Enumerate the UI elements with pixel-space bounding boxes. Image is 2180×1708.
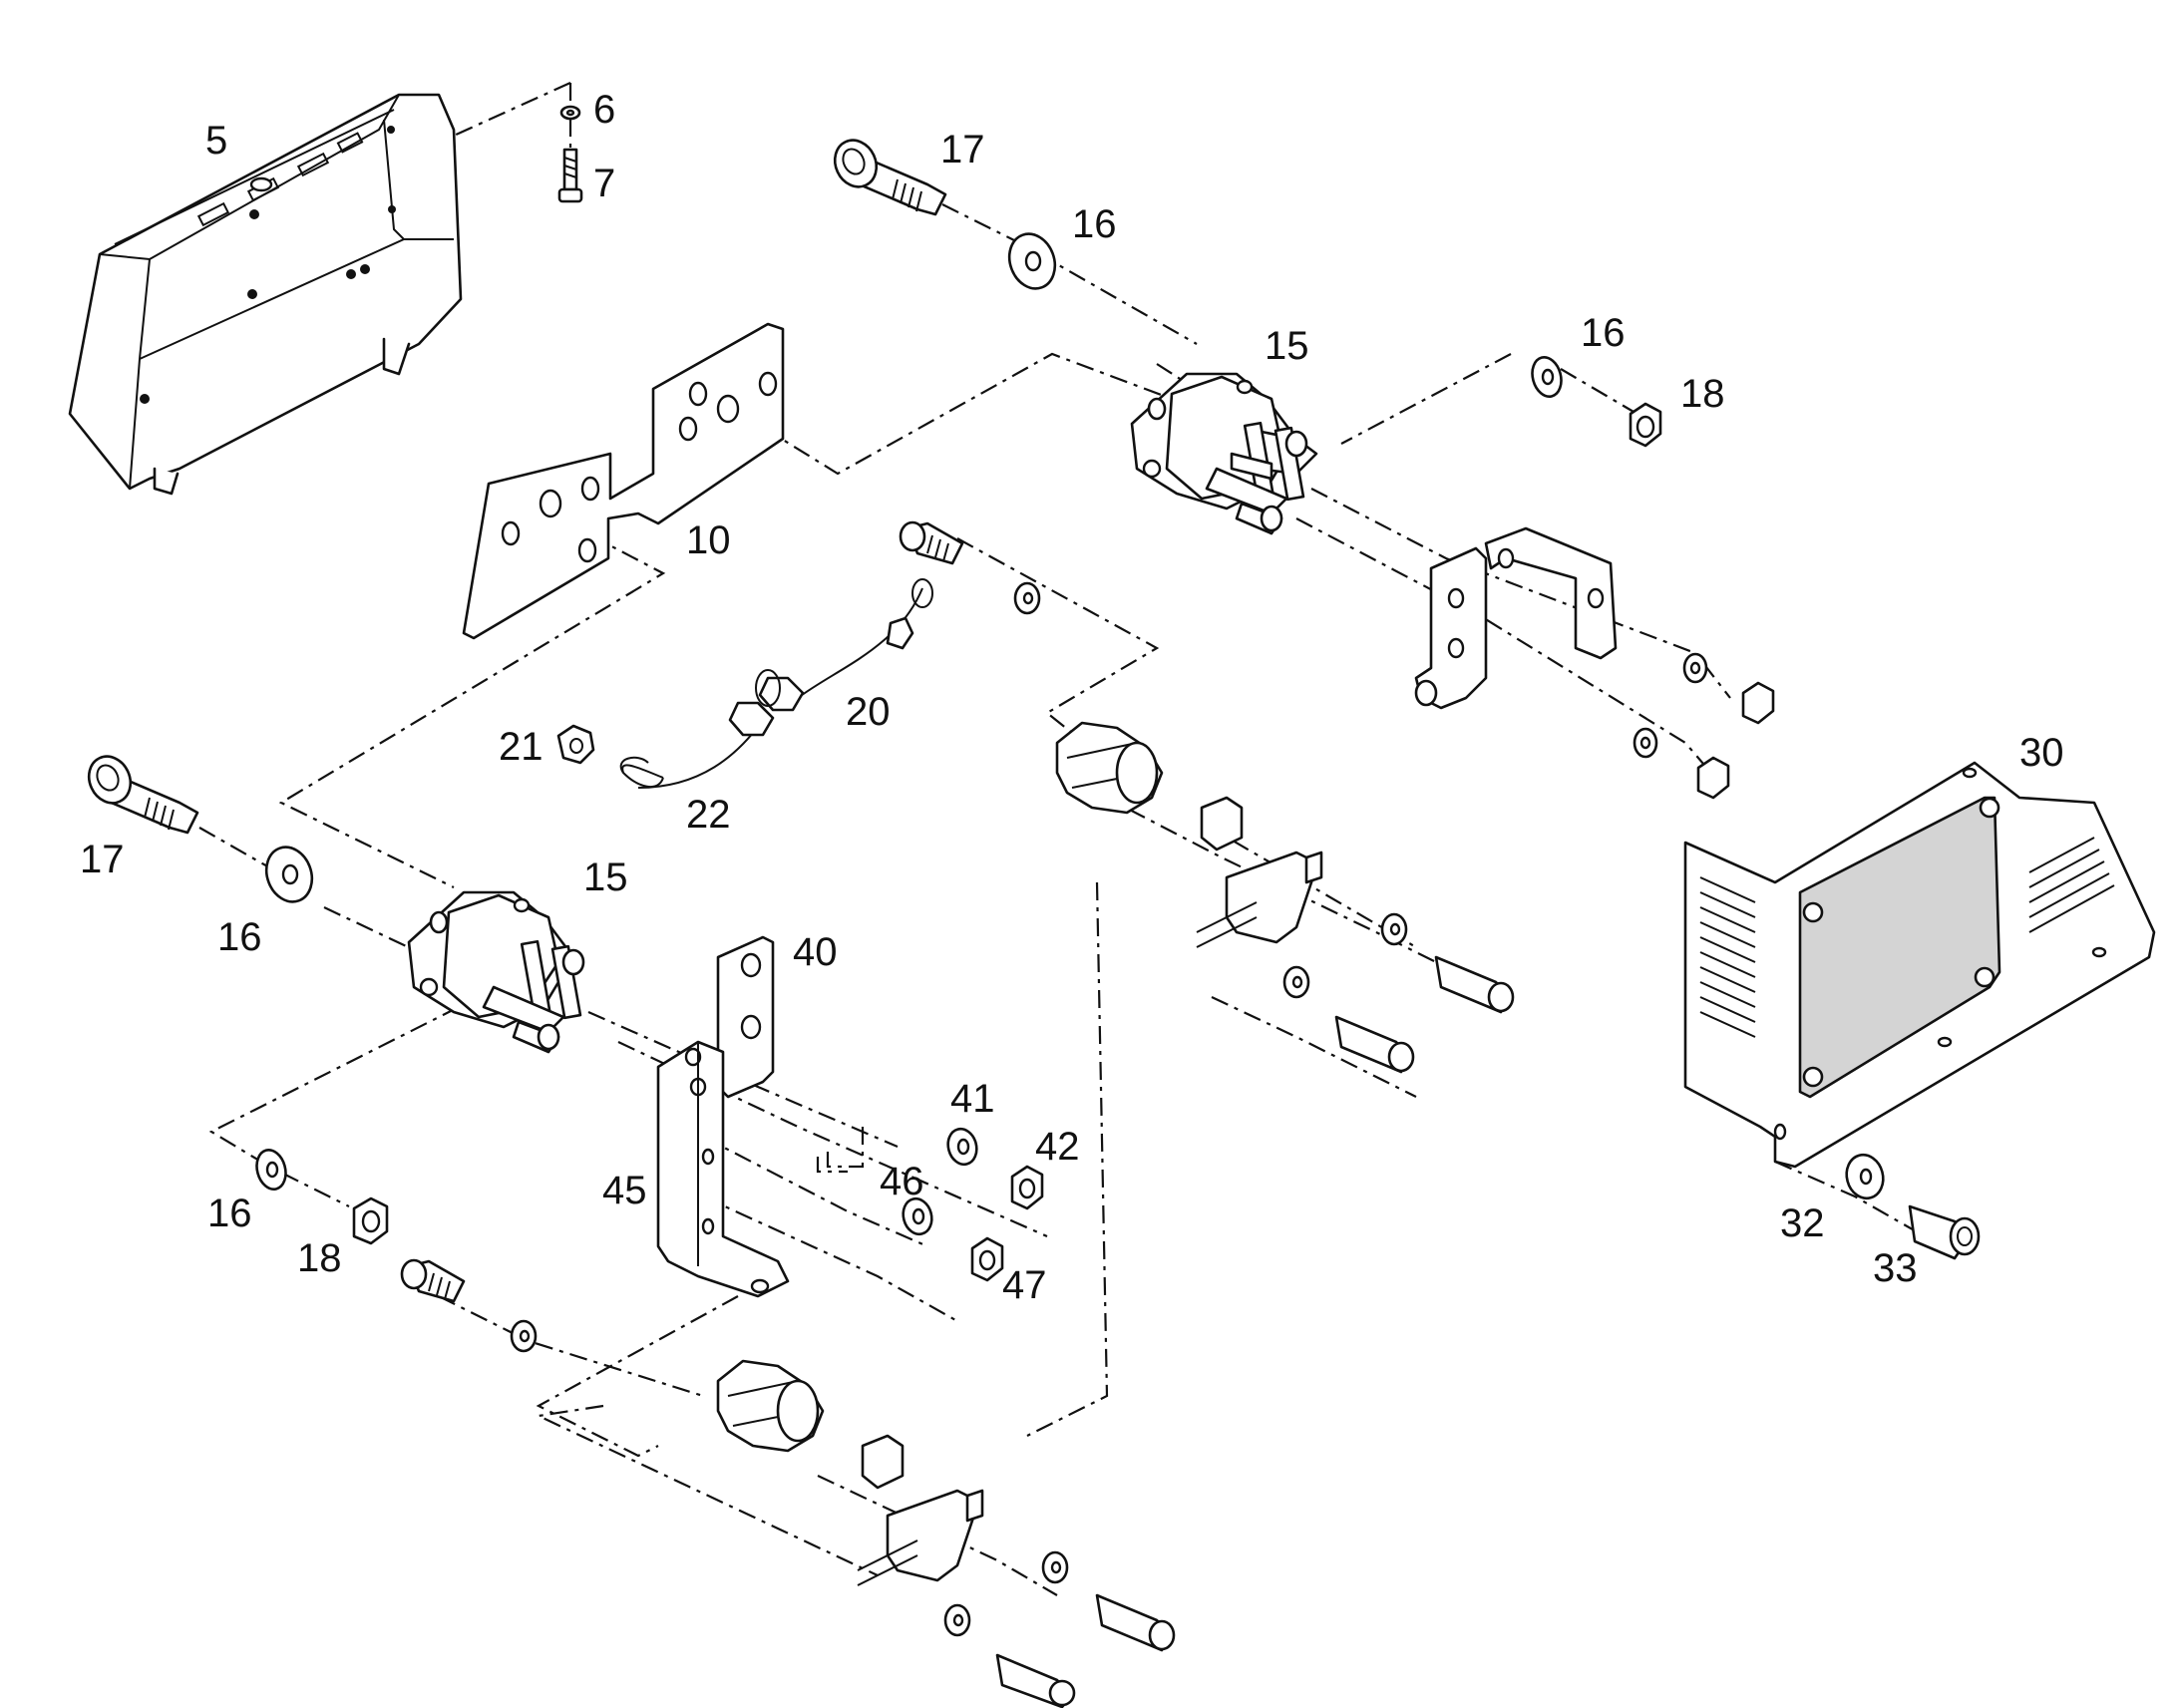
part-15-switch-left: [407, 890, 585, 1054]
label-32: 32: [1780, 1201, 1825, 1245]
part-10-insulating-plate: [462, 322, 785, 640]
bracket-upper-right: [1414, 526, 1775, 800]
label-22: 22: [686, 793, 731, 837]
part-20-cable: [637, 578, 933, 789]
part-15-switch-top: [1130, 372, 1318, 535]
label-41: 41: [950, 1077, 995, 1121]
part-32-washer: [1845, 1153, 1885, 1200]
label-18-top-right: 18: [1680, 372, 1725, 416]
part-16-washer-top: [1007, 232, 1057, 290]
label-6: 6: [593, 88, 615, 132]
part-18-nut-bottom: [352, 1196, 389, 1245]
label-33: 33: [1873, 1246, 1918, 1290]
part-number-labels: 5 6 7 17 16 15 16 18 10 20 21 22 17 16 1…: [80, 88, 2064, 1307]
label-40: 40: [793, 930, 838, 974]
label-16-left: 16: [217, 915, 262, 959]
label-16-bottom: 16: [207, 1192, 252, 1235]
part-17-bolt-top: [833, 139, 947, 216]
label-17-left: 17: [80, 838, 125, 881]
part-47-nut: [970, 1236, 1004, 1282]
part-6-washer: [559, 105, 581, 121]
part-16-washer-top-right: [1531, 356, 1563, 398]
label-42: 42: [1035, 1125, 1080, 1169]
vent-slots-left: [1699, 876, 1756, 1038]
part-18-nut-top-right: [1629, 402, 1662, 448]
part-45-mounting-bracket: [656, 1040, 790, 1298]
label-30: 30: [2019, 731, 2064, 775]
label-16-top-right: 16: [1581, 311, 1626, 355]
label-45: 45: [602, 1169, 647, 1212]
part-30-cover-plate: [1683, 761, 2156, 1169]
label-17-top: 17: [940, 128, 985, 171]
label-46: 46: [880, 1160, 924, 1203]
label-47: 47: [1002, 1263, 1047, 1307]
leader-lines: [198, 81, 1926, 1596]
part-41-washer: [946, 1127, 978, 1167]
part-42-nut: [1010, 1165, 1044, 1210]
label-10: 10: [686, 518, 731, 562]
vent-slots-right: [2028, 837, 2115, 933]
insulator-mount-lower: [400, 1258, 1176, 1708]
label-5: 5: [205, 119, 227, 163]
label-16-top: 16: [1072, 202, 1117, 246]
part-46-washer: [902, 1196, 933, 1236]
part-40-busbar: [716, 935, 775, 1099]
part-16-washer-bottom: [255, 1149, 287, 1191]
part-22-ring-clip: [619, 756, 664, 788]
label-20: 20: [846, 690, 891, 734]
part-33-screw: [1908, 1204, 1981, 1260]
part-21-nut: [556, 724, 595, 765]
label-15-top: 15: [1265, 324, 1309, 368]
part-16-washer-left: [264, 846, 314, 903]
label-15-left: 15: [583, 855, 628, 899]
label-7: 7: [593, 162, 615, 205]
label-18-bottom: 18: [297, 1236, 342, 1280]
part-5-housing-cover: [68, 93, 463, 496]
label-21: 21: [499, 725, 544, 769]
part-17-bolt-left: [87, 755, 199, 835]
insulator-mount-upper: [899, 520, 1515, 1074]
part-7-screw: [557, 148, 583, 203]
